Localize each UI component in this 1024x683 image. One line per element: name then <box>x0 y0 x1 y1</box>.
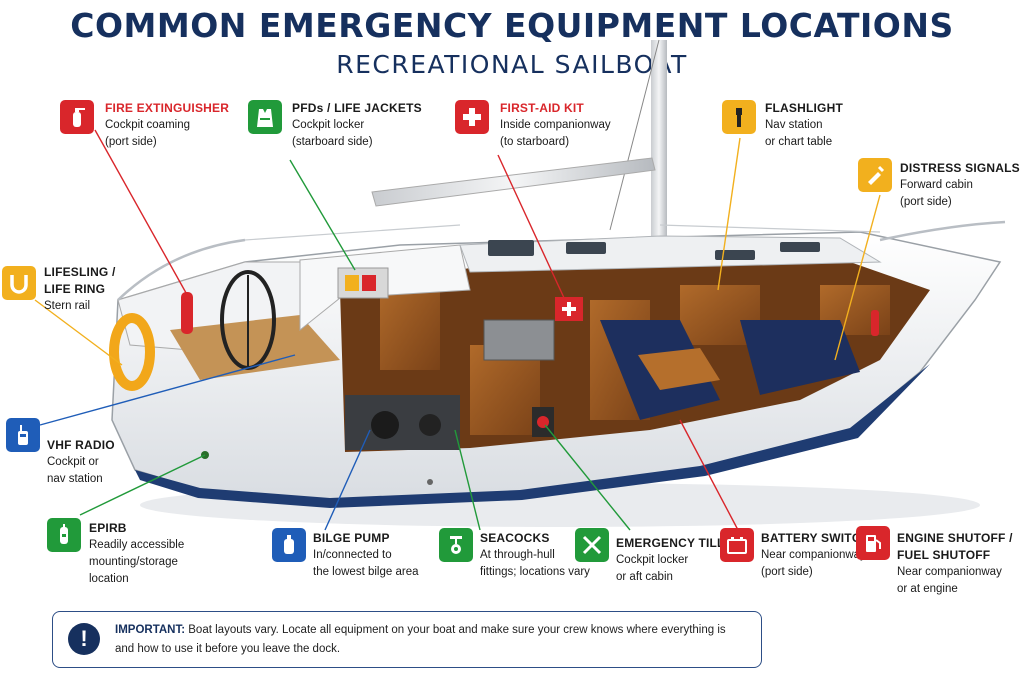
seacock-icon <box>439 528 473 562</box>
life-ring <box>109 313 155 391</box>
callout-line: (starboard side) <box>292 136 373 148</box>
callout-line: (to starboard) <box>500 136 570 148</box>
callout-title: FIRST-AID KIT <box>500 101 584 115</box>
callout-line: Near companionway <box>761 549 866 561</box>
flashlight-icon <box>722 100 756 134</box>
epirb-icon <box>47 518 81 552</box>
callout-line: Nav station <box>765 119 823 131</box>
page-subtitle: RECREATIONAL SAILBOAT <box>336 50 688 79</box>
callout-line: nav station <box>47 473 103 485</box>
callout-line: (port side) <box>900 196 952 208</box>
exclamation-icon: ! <box>68 623 100 655</box>
mast <box>651 40 667 240</box>
callout-line: Cockpit locker <box>292 119 365 131</box>
tools-icon <box>575 528 609 562</box>
callout-line: In/connected to <box>313 549 392 561</box>
cockpit-extinguisher <box>181 292 193 334</box>
callout-title: FLASHLIGHT <box>765 101 843 115</box>
callout-title: LIFESLING / <box>44 265 116 279</box>
fire-extinguisher-icon <box>60 100 94 134</box>
fuel-pump-icon <box>856 526 890 560</box>
callout-line: mounting/storage <box>89 556 178 568</box>
engine <box>345 395 460 450</box>
callout-line: fittings; locations vary <box>480 566 590 578</box>
callout-line: Inside companionway <box>500 119 611 131</box>
galley-stove <box>483 319 555 361</box>
callout-title: DISTRESS SIGNALS <box>900 161 1020 175</box>
callout-line: Readily accessible <box>89 539 185 551</box>
cockpit-teak <box>170 315 340 380</box>
life-jacket-icon <box>248 100 282 134</box>
note-text: Boat layouts vary. Locate all equipment … <box>188 624 726 636</box>
callout-title: FIRE EXTINGUISHER <box>105 101 230 115</box>
radio-icon <box>6 418 40 452</box>
callout-line: or at engine <box>897 583 958 595</box>
callout-line: or chart table <box>765 136 833 148</box>
callout-title: PFDs / LIFE JACKETS <box>292 101 422 115</box>
callout-line: Cockpit or <box>47 456 99 468</box>
callout-line: Cockpit locker <box>616 554 689 566</box>
life-ring-icon <box>2 266 36 300</box>
flare-icon <box>858 158 892 192</box>
battery-icon <box>720 528 754 562</box>
bilge-pump-icon <box>272 528 306 562</box>
important-note: ! IMPORTANT: Boat layouts vary. Locate a… <box>52 611 762 668</box>
callout-title: VHF RADIO <box>47 438 115 452</box>
callout-line: location <box>89 573 129 585</box>
callout-title-line2: FUEL SHUTOFF <box>897 548 991 562</box>
callout-line: the lowest bilge area <box>313 566 419 578</box>
note-text-2: and how to use it before you leave the d… <box>115 643 341 655</box>
callout-title: SEACOCKS <box>480 531 550 545</box>
callout-title: EMERGENCY TILLER <box>616 536 742 550</box>
callout-line: (port side) <box>105 136 157 148</box>
callout-line: Near companionway <box>897 566 1002 578</box>
page-title: COMMON EMERGENCY EQUIPMENT LOCATIONS <box>70 6 954 45</box>
first-aid-icon <box>455 100 489 134</box>
callout-line: or aft cabin <box>616 571 673 583</box>
callout-line: (port side) <box>761 566 813 578</box>
callout-title: BILGE PUMP <box>313 531 390 545</box>
boom <box>371 157 656 207</box>
callout-title: EPIRB <box>89 521 127 535</box>
callout-line: Stern rail <box>44 300 91 312</box>
callout-title: BATTERY SWITCH <box>761 531 870 545</box>
callout-title-line2: LIFE RING <box>44 282 106 296</box>
callout-title: ENGINE SHUTOFF / <box>897 531 1013 545</box>
note-label: IMPORTANT: <box>115 624 186 636</box>
callout-line: Cockpit coaming <box>105 119 191 131</box>
callout-line: Forward cabin <box>900 179 973 191</box>
callout-line: At through-hull <box>480 549 555 561</box>
